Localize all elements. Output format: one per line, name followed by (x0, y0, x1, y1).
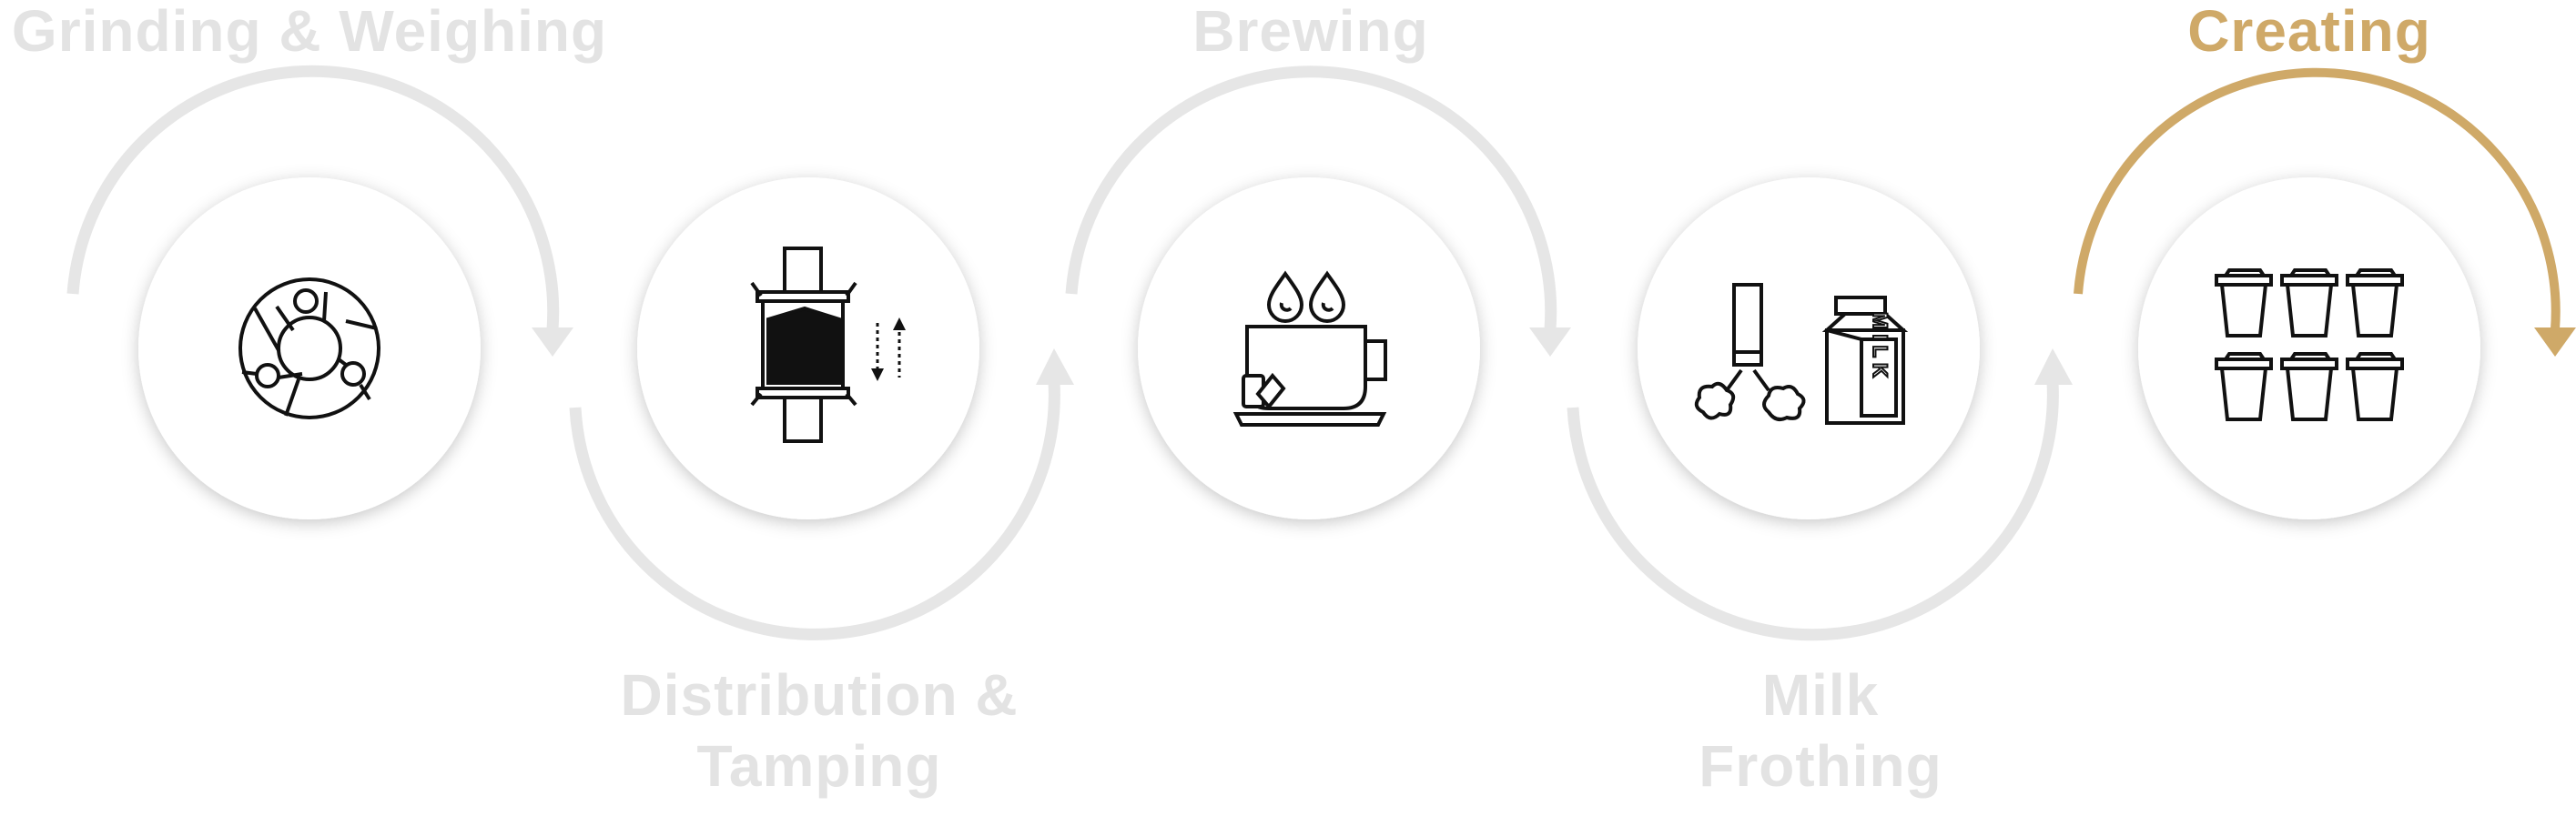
six-cups-icon (2215, 268, 2404, 421)
step-circle-grinding (138, 177, 481, 519)
arc-grinding (66, 65, 573, 357)
milk-carton-label: MILK (1869, 312, 1891, 383)
arc-creating-active (2074, 67, 2576, 357)
step-label-distribution-line1: Distribution & (620, 662, 1019, 728)
step-circle-milk (1638, 177, 1980, 519)
grinder-burr-icon (238, 277, 380, 419)
coffee-cup-drops-icon (1232, 270, 1387, 427)
step-label-distribution: Distribution & Tamping (537, 660, 1101, 801)
step-label-milk-line1: Milk (1761, 662, 1880, 728)
step-label-grinding: Grinding & Weighing (11, 0, 608, 64)
milk-frother-carton-icon (1694, 283, 1909, 425)
step-label-creating: Creating (2187, 0, 2431, 64)
step-label-brewing: Brewing (1192, 0, 1429, 64)
step-label-milk-line2: Frothing (1699, 733, 1942, 799)
arc-distribution (569, 348, 1074, 640)
arc-brewing (1065, 65, 1571, 357)
step-label-distribution-line2: Tamping (696, 733, 942, 799)
tamper-press-icon (750, 247, 906, 443)
step-circle-creating (2138, 177, 2480, 519)
arc-milk (1567, 348, 2073, 641)
step-label-milk: Milk Frothing (1638, 660, 2003, 801)
